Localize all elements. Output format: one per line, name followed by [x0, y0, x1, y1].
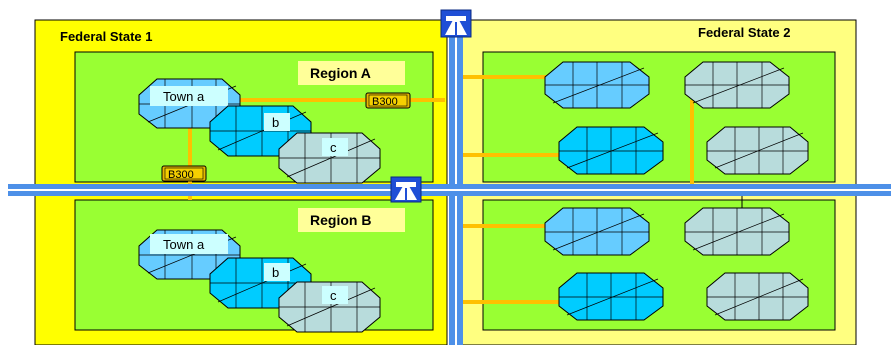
federal-state-2-label: Federal State 2 — [698, 25, 791, 40]
road-badge-label: B300 — [372, 96, 398, 108]
region-b-label: Region B — [310, 212, 371, 228]
town-state2-5 — [544, 207, 650, 256]
town-state2-2 — [684, 61, 790, 109]
region-b-label-box — [298, 208, 405, 232]
road-badge: B300 — [161, 165, 207, 182]
town-b-label: b — [272, 115, 279, 130]
town-state2-1 — [544, 61, 650, 109]
motorway-sign-icon — [390, 176, 422, 203]
town-b-label: b — [272, 265, 279, 280]
town-c-label: c — [330, 140, 337, 155]
town-state2-3 — [558, 126, 664, 175]
town-state2-8 — [706, 272, 809, 321]
motorway-sign-icon — [440, 9, 472, 38]
federal-state-1-label: Federal State 1 — [60, 29, 153, 44]
town-state2-4 — [706, 126, 809, 175]
region-a-label-box — [298, 61, 405, 85]
road-badge-label: B300 — [168, 169, 194, 181]
town-state2-7 — [558, 272, 664, 321]
motorway-vertical — [449, 12, 463, 345]
region-a-label: Region A — [310, 65, 371, 81]
town-a-label: Town a — [163, 89, 205, 104]
secondary-roads — [188, 75, 694, 304]
town-a-region-b: Town a — [138, 229, 241, 280]
town-a-region-a: Town a — [138, 78, 241, 129]
town-c-region-b: c — [278, 281, 381, 333]
motorway-horizontal — [8, 184, 891, 196]
town-state2-6 — [684, 207, 790, 256]
town-a-label: Town a — [163, 237, 205, 252]
town-c-region-a: c — [278, 132, 381, 184]
road-badge: B300 — [365, 92, 411, 109]
town-c-label: c — [330, 288, 337, 303]
